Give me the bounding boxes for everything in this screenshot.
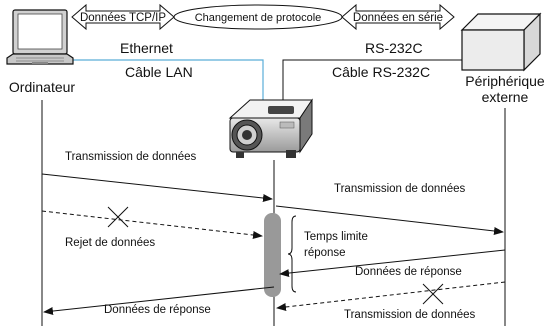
protocol-change-ellipse: Changement de protocole: [173, 4, 343, 30]
rs232c-cable-label: Câble RS-232C: [332, 64, 430, 80]
computer-laptop-icon: [6, 9, 74, 65]
peripheral-label-line1: Périphérique: [465, 73, 545, 89]
ethernet-label: Ethernet: [120, 40, 173, 56]
response-right-arrow: [279, 249, 506, 278]
tcp-ip-label: Données TCP/IP: [80, 12, 166, 24]
computer-label: Ordinateur: [9, 79, 75, 95]
rejected-tx-arrow: [41, 210, 263, 239]
tx-right-arrow: [275, 205, 504, 235]
tx-right-label: Transmission de données: [334, 183, 466, 195]
late-tx-label: Transmission de données: [344, 309, 476, 321]
timeout-brace: [287, 215, 297, 293]
lan-cable-line: [72, 59, 264, 102]
reject-label: Rejet de données: [65, 237, 155, 249]
rs232c-cable-line: [282, 59, 470, 100]
peripheral-label-line2: externe: [482, 89, 529, 105]
serial-data-double-arrow: Données en série: [341, 3, 455, 31]
lan-cable-label: Câble LAN: [125, 64, 193, 80]
response-right-label: Données de réponse: [355, 266, 462, 278]
tx-left-label: Transmission de données: [65, 151, 197, 163]
protocol-change-label: Changement de protocole: [195, 12, 322, 24]
tx-left-arrow: [41, 173, 273, 203]
late-tx-arrow: [276, 281, 506, 311]
rs232c-label: RS-232C: [365, 40, 423, 56]
response-left-arrow: [43, 286, 275, 316]
response-left-label: Données de réponse: [104, 304, 211, 316]
timeout-label-line1: Temps limite: [304, 231, 368, 243]
serial-data-label: Données en série: [353, 12, 443, 24]
timeout-label-line2: réponse: [304, 247, 346, 259]
external-peripheral-icon: [460, 12, 542, 72]
projector-icon: [228, 98, 313, 158]
timeout-bar: [264, 213, 281, 297]
reject-cross-icon: [107, 206, 129, 228]
tcp-ip-double-arrow: Données TCP/IP: [71, 3, 175, 31]
late-tx-cross-icon: [422, 283, 444, 305]
